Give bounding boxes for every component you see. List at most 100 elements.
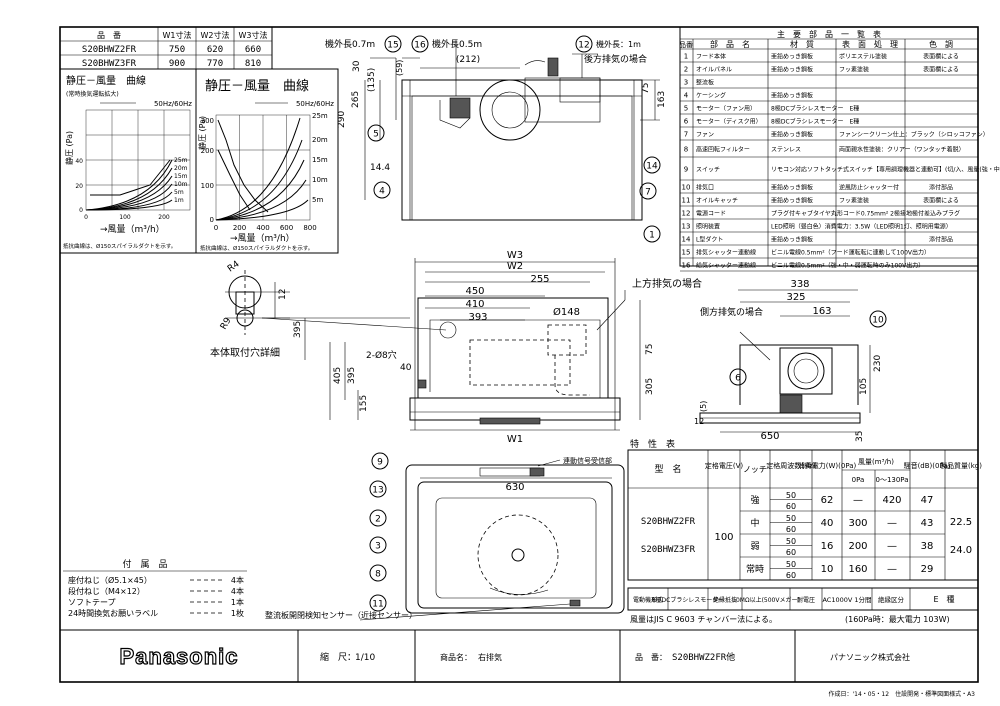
callout-number: 5 bbox=[373, 130, 379, 140]
parts-cell: 両面親水性塗装：クリアー（ワンタッチ着脱） bbox=[839, 146, 965, 154]
chart-right-xtick-400: 400 bbox=[256, 224, 269, 232]
parts-cell: 逆風防止シャッター付 bbox=[839, 184, 899, 192]
accessory-name: 段付ねじ（M4×12） bbox=[68, 586, 145, 596]
parts-cell: ビニル電線0.5mm²（強・中・弱運転時のみ100V出力） bbox=[771, 262, 924, 270]
model-row2-part: S20BHWZ3FR bbox=[82, 59, 137, 69]
chart-right-resistance-15m bbox=[215, 159, 305, 221]
spec-cell-notch: 中 bbox=[750, 517, 759, 529]
accessory-name: ソフトテープ bbox=[68, 598, 116, 607]
parts-cell: LED照明（昼白色）消費電力：3.5W（LED照明1灯、照明用電源） bbox=[771, 223, 952, 231]
parts-cell: 11 bbox=[682, 197, 691, 205]
accessory-name: 24時間換気お願いラベル bbox=[68, 608, 158, 618]
side-dim-12: 12 bbox=[694, 417, 704, 426]
parts-cell: 給気シャッター連動線 bbox=[696, 262, 756, 270]
spec-cell-noise: 43 bbox=[921, 518, 934, 529]
chart-right-curve-10m: 10m bbox=[312, 176, 328, 184]
front-dim-305: 305 bbox=[645, 378, 655, 395]
parts-cell: フッ素塗装 bbox=[839, 197, 869, 205]
parts-cell: 添付部品 bbox=[929, 236, 953, 244]
parts-cell: プラグ付キャブタイヤ丸形コード0.75mm² 2極接地極付差込みプラグ bbox=[771, 210, 960, 218]
spec-header-noise: 騒音(dB)(0Pa) bbox=[904, 461, 951, 470]
spec-cell-flow0: 300 bbox=[848, 518, 867, 529]
parts-cell: 表面欄による bbox=[923, 53, 959, 61]
top-dim-135: (135) bbox=[367, 68, 377, 92]
chart-left-title: 静圧－風量 曲線 bbox=[66, 74, 146, 87]
spec-header-voltage: 定格電圧(V) bbox=[705, 461, 744, 470]
spec-cell-f2: 60 bbox=[786, 502, 796, 511]
spec-table: 特 性 表 型 名 定格電圧(V) ノッチ 定格周波数(Hz) 消費電力(W)(… bbox=[627, 438, 982, 624]
callout-number: 3 bbox=[375, 542, 381, 552]
side-dim-5: (5) bbox=[699, 401, 708, 412]
spec-cell-f1: 50 bbox=[786, 537, 796, 546]
chart-right-resistance-10m bbox=[215, 179, 307, 221]
spec-cell-noise: 38 bbox=[921, 541, 934, 552]
side-dim-230: 230 bbox=[873, 355, 883, 372]
spec-mass-1: 22.5 bbox=[950, 517, 972, 528]
label-rectifier-sensor: 整流板開閉検知センサー（近接センサー） bbox=[265, 610, 417, 620]
parts-cell: 7 bbox=[684, 131, 688, 139]
front-dim-155: 155 bbox=[359, 395, 369, 412]
callout-circle bbox=[643, 156, 661, 174]
spec-motor-label: 電動機形式 bbox=[633, 596, 663, 604]
side-dim-325: 325 bbox=[786, 292, 805, 303]
parts-cell: 表面欄による bbox=[923, 66, 959, 74]
model-header-part: 品 番 bbox=[97, 30, 121, 40]
spec-header-notch: ノッチ bbox=[743, 465, 767, 474]
parts-cell: ステンレス bbox=[771, 147, 801, 154]
top-dim-59: (59) bbox=[395, 60, 404, 76]
parts-cell: 亜鉛めっき鋼板 bbox=[771, 131, 813, 139]
spec-insul-label: 絶縁抵抗 bbox=[713, 596, 737, 604]
callout-number: 11 bbox=[372, 600, 383, 610]
chart-left-xtick-100: 100 bbox=[119, 214, 131, 221]
parts-table: 主 要 部 品 一 覧 表 品番 部 品 名 材 質 表 面 処 理 色 調 1… bbox=[679, 26, 1000, 272]
top-dim-30: 30 bbox=[352, 60, 362, 72]
chart-right-freq: 50Hz/60Hz bbox=[296, 100, 334, 108]
parts-cell: 亜鉛めっき鋼板 bbox=[771, 66, 813, 74]
chart-right-ytick-200: 200 bbox=[201, 147, 214, 155]
front-dim-w2: W2 bbox=[507, 261, 523, 272]
accessory-qty: 1枚 bbox=[231, 608, 244, 618]
front-dim-w3: W3 bbox=[507, 250, 523, 261]
spec-cell-flow130: — bbox=[887, 518, 897, 529]
parts-cell: スイッチ bbox=[696, 167, 720, 174]
chart-left-curve-5m: 5m bbox=[174, 189, 184, 196]
spec-cell-flow0: 160 bbox=[848, 564, 867, 575]
parts-cell: フッ素塗装 bbox=[839, 66, 869, 74]
parts-cell: 照明装置 bbox=[696, 223, 720, 231]
chart-right-ytick-0: 0 bbox=[210, 216, 214, 224]
parts-cell: 整流板 bbox=[696, 79, 714, 87]
chart-right-curve-20m: 20m bbox=[312, 136, 328, 144]
label-rear-exhaust: 後方排気の場合 bbox=[584, 53, 647, 65]
callout-number: 14 bbox=[646, 162, 658, 172]
title-block: Panasonic 縮 尺： 1/10 商品名： 右排気 品 番： S20BHW… bbox=[119, 643, 975, 698]
top-dim-163: 163 bbox=[657, 91, 667, 108]
spec-cell-power: 40 bbox=[821, 518, 834, 529]
parts-cell: 8 bbox=[684, 146, 688, 154]
parts-cell: 5 bbox=[684, 105, 688, 113]
chart-right-note: 抵抗曲線は、Ø150スパイラルダクトを示す。 bbox=[200, 244, 313, 252]
chart-left-curve-25m: 25m bbox=[174, 157, 188, 164]
parts-cell: モーター（ディスク用） bbox=[696, 118, 762, 126]
chart-left-note: 抵抗曲線は、Ø150スパイラルダクトを示す。 bbox=[63, 242, 176, 250]
parts-cell: ポリエステル塗装 bbox=[839, 53, 887, 61]
parts-cell: 14 bbox=[682, 236, 691, 244]
spec-cell-f2: 60 bbox=[786, 525, 796, 534]
front-dim-450: 450 bbox=[465, 286, 484, 297]
front-dim-393: 393 bbox=[468, 312, 487, 323]
model-header-w3: W3寸法 bbox=[239, 30, 268, 40]
chart-right-xtick-600: 600 bbox=[280, 224, 293, 232]
model-row1-w1: 750 bbox=[169, 45, 185, 55]
chart-left-resistance-10m bbox=[85, 183, 173, 211]
chart-left-ytick-40: 40 bbox=[75, 158, 83, 165]
parts-header-no: 品番 bbox=[679, 41, 693, 49]
parts-cell: 亜鉛めっき鋼板 bbox=[771, 184, 813, 192]
spec-header-power: 消費電力(W)(0Pa) bbox=[798, 461, 857, 470]
chart-right-curve-5m: 5m bbox=[312, 196, 323, 204]
spec-cell-f2: 60 bbox=[786, 548, 796, 557]
top-dim-14-4: 14.4 bbox=[370, 163, 390, 173]
brand-logo: Panasonic bbox=[119, 644, 238, 669]
spec-cell-flow130: 420 bbox=[882, 495, 901, 506]
scale-label: 縮 尺： bbox=[320, 651, 356, 663]
callout-circle bbox=[373, 181, 391, 199]
